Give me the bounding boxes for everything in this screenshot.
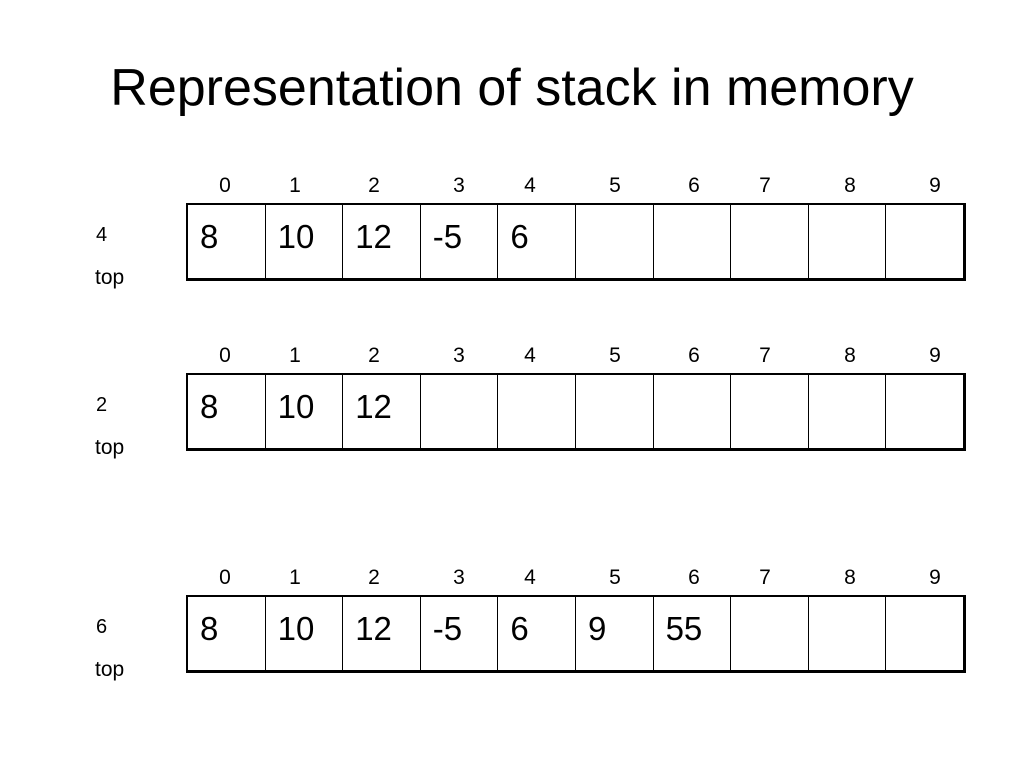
index-label: 5 xyxy=(609,344,621,367)
index-label: 2 xyxy=(368,566,380,589)
index-label: 3 xyxy=(453,566,465,589)
index-label: 6 xyxy=(688,344,700,367)
array-cell xyxy=(576,375,654,448)
top-value: 2 xyxy=(96,394,108,416)
index-label: 3 xyxy=(453,344,465,367)
top-label: top xyxy=(95,436,125,459)
index-label: 9 xyxy=(929,174,941,197)
top-label: top xyxy=(95,658,125,681)
array-cell xyxy=(886,597,963,670)
stack-array: 8 10 12 -5 6 9 55 xyxy=(186,595,966,673)
slide-title: Representation of stack in memory xyxy=(110,59,914,117)
array-cell: -5 xyxy=(421,205,499,278)
index-label: 5 xyxy=(609,174,621,197)
top-value: 4 xyxy=(96,224,108,246)
index-label: 1 xyxy=(289,344,301,367)
array-cell xyxy=(576,205,654,278)
array-cell: 8 xyxy=(188,375,266,448)
stack-diagram-3: 0 1 2 3 4 5 6 7 8 9 8 10 12 -5 6 9 55 6 … xyxy=(0,567,1024,707)
index-label: 4 xyxy=(524,566,536,589)
array-cell: 12 xyxy=(343,597,421,670)
array-cell xyxy=(886,375,963,448)
array-cell xyxy=(809,205,887,278)
stack-diagram-1: 0 1 2 3 4 5 6 7 8 9 8 10 12 -5 6 4 top xyxy=(0,175,1024,315)
array-cell: 12 xyxy=(343,375,421,448)
array-cell xyxy=(731,375,809,448)
array-cell: 8 xyxy=(188,205,266,278)
array-cell: 55 xyxy=(654,597,732,670)
array-cell: 12 xyxy=(343,205,421,278)
stack-array: 8 10 12 -5 6 xyxy=(186,203,966,281)
index-label: 0 xyxy=(219,566,231,589)
index-label: 9 xyxy=(929,566,941,589)
index-label: 1 xyxy=(289,566,301,589)
array-cell xyxy=(498,375,576,448)
array-cell: 10 xyxy=(266,375,344,448)
array-cell xyxy=(421,375,499,448)
stack-diagram-2: 0 1 2 3 4 5 6 7 8 9 8 10 12 2 top xyxy=(0,345,1024,485)
array-cell xyxy=(731,597,809,670)
index-label: 8 xyxy=(844,174,856,197)
index-label: 1 xyxy=(289,174,301,197)
index-label: 2 xyxy=(368,344,380,367)
array-cell: 8 xyxy=(188,597,266,670)
index-label: 0 xyxy=(219,174,231,197)
top-value: 6 xyxy=(96,616,108,638)
index-label: 4 xyxy=(524,174,536,197)
array-cell: 6 xyxy=(498,205,576,278)
index-label: 0 xyxy=(219,344,231,367)
array-cell: 9 xyxy=(576,597,654,670)
stack-array: 8 10 12 xyxy=(186,373,966,451)
array-cell xyxy=(654,205,732,278)
top-label: top xyxy=(95,266,125,289)
array-cell xyxy=(886,205,963,278)
array-cell xyxy=(809,375,887,448)
index-label: 7 xyxy=(759,174,771,197)
index-label: 8 xyxy=(844,344,856,367)
array-cell xyxy=(809,597,887,670)
index-label: 5 xyxy=(609,566,621,589)
index-label: 4 xyxy=(524,344,536,367)
index-label: 6 xyxy=(688,174,700,197)
array-cell xyxy=(731,205,809,278)
array-cell: 10 xyxy=(266,205,344,278)
array-cell: 10 xyxy=(266,597,344,670)
array-cell: 6 xyxy=(498,597,576,670)
array-cell xyxy=(654,375,732,448)
index-label: 2 xyxy=(368,174,380,197)
index-label: 7 xyxy=(759,566,771,589)
array-cell: -5 xyxy=(421,597,499,670)
index-label: 9 xyxy=(929,344,941,367)
index-label: 7 xyxy=(759,344,771,367)
index-label: 6 xyxy=(688,566,700,589)
index-label: 3 xyxy=(453,174,465,197)
index-label: 8 xyxy=(844,566,856,589)
